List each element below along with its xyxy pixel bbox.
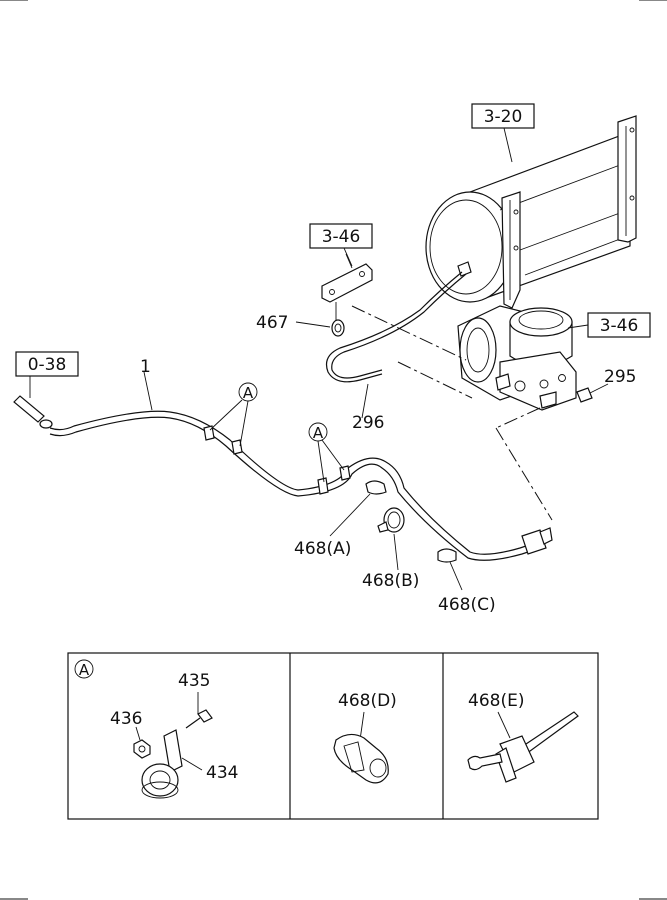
- air-dryer: [457, 305, 577, 411]
- detail-panel-e: 468(E): [467, 691, 579, 783]
- marker-a-upper-label: A: [243, 384, 254, 402]
- fitting-295: 295: [576, 367, 636, 403]
- dryer-ref-label: 3-46: [600, 316, 639, 336]
- hose-296: 296: [325, 271, 467, 433]
- detail-table: [67, 652, 599, 820]
- detail-panel-a: A 435 436 434: [74, 659, 238, 799]
- callout-468d: 468(D): [338, 691, 397, 711]
- panel-a-marker: A: [79, 661, 90, 679]
- pipe-clamps: [203, 425, 351, 495]
- tank-ref-box: 3-20: [471, 103, 535, 163]
- hose-end-ref-label: 0-38: [28, 355, 67, 375]
- callout-468e: 468(E): [468, 691, 524, 711]
- bracket-ref-box: 3-46: [309, 223, 373, 267]
- hose-end: 0-38: [13, 351, 79, 429]
- marker-a-lower: A: [308, 422, 345, 483]
- callout-pipe: 1: [140, 357, 151, 377]
- air-tank: [425, 115, 637, 309]
- dryer-ref-box: 3-46: [567, 312, 651, 338]
- callout-436: 436: [110, 709, 142, 729]
- callout-467: 467: [256, 313, 288, 333]
- callout-468a: 468(A): [294, 539, 351, 559]
- bracket-ref-label: 3-46: [322, 227, 361, 247]
- leader-lines: [351, 305, 553, 521]
- callout-296: 296: [352, 413, 384, 433]
- main-pipe: 1: [49, 357, 553, 561]
- marker-a-upper: A: [209, 382, 258, 447]
- tank-ref-label: 3-20: [484, 107, 523, 127]
- bracket: [321, 253, 373, 303]
- callout-435: 435: [178, 671, 210, 691]
- clip-468c: 468(C): [437, 548, 496, 615]
- callout-295: 295: [604, 367, 636, 387]
- marker-a-lower-label: A: [313, 424, 324, 442]
- clip-468a: 468(A): [294, 480, 387, 559]
- clip-467: 467: [256, 302, 345, 337]
- detail-panel-d: 468(D): [333, 691, 397, 784]
- callout-434: 434: [206, 763, 238, 783]
- callout-468c: 468(C): [438, 595, 496, 615]
- clip-468b: 468(B): [362, 507, 419, 591]
- callout-468b: 468(B): [362, 571, 419, 591]
